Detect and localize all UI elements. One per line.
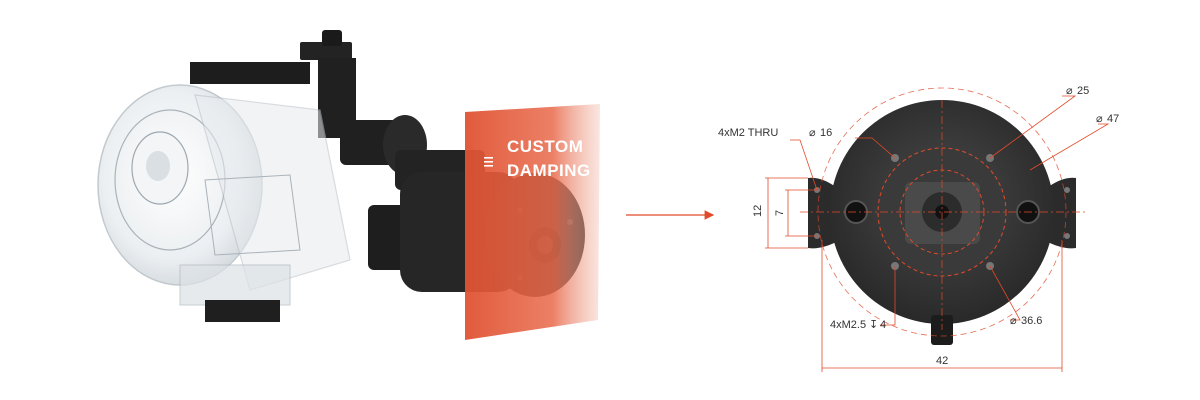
panel-stripes-icon [484, 157, 493, 167]
label-4xm2-thru: 4xM2 THRU [718, 127, 778, 139]
top-bracket [190, 62, 310, 84]
label-dia-25: 25 [1077, 85, 1089, 97]
panel-line-1: CUSTOM [507, 137, 583, 156]
label-dia-47: 47 [1107, 113, 1119, 125]
depth-symbol-icon: ↧ [869, 319, 878, 331]
custom-damping-panel [465, 104, 600, 340]
label-4xm2-5: 4xM2.5 [830, 319, 866, 331]
label-dia-25-symbol: ⌀ [1066, 85, 1073, 97]
label-dim-7: 7 [774, 210, 786, 216]
label-dia-36-6: 36.6 [1021, 315, 1042, 327]
gimbal-render: CUSTOM DAMPING [97, 30, 600, 340]
technical-drawing: 4xM2 THRU ⌀ 16 ⌀ 25 ⌀ 47 12 7 4xM2.5 ↧ 4… [718, 85, 1119, 372]
label-depth-4: 4 [880, 319, 886, 331]
thumb-screw [322, 30, 342, 46]
panel-line-2: DAMPING [507, 161, 591, 180]
label-dia-36-6-symbol: ⌀ [1010, 315, 1017, 327]
label-dim-12: 12 [752, 205, 764, 217]
label-dia-16-symbol: ⌀ [809, 127, 816, 139]
label-dia-47-symbol: ⌀ [1096, 113, 1103, 125]
label-dim-42: 42 [936, 355, 948, 367]
base-clip [205, 300, 280, 322]
label-dia-16: 16 [820, 127, 832, 139]
